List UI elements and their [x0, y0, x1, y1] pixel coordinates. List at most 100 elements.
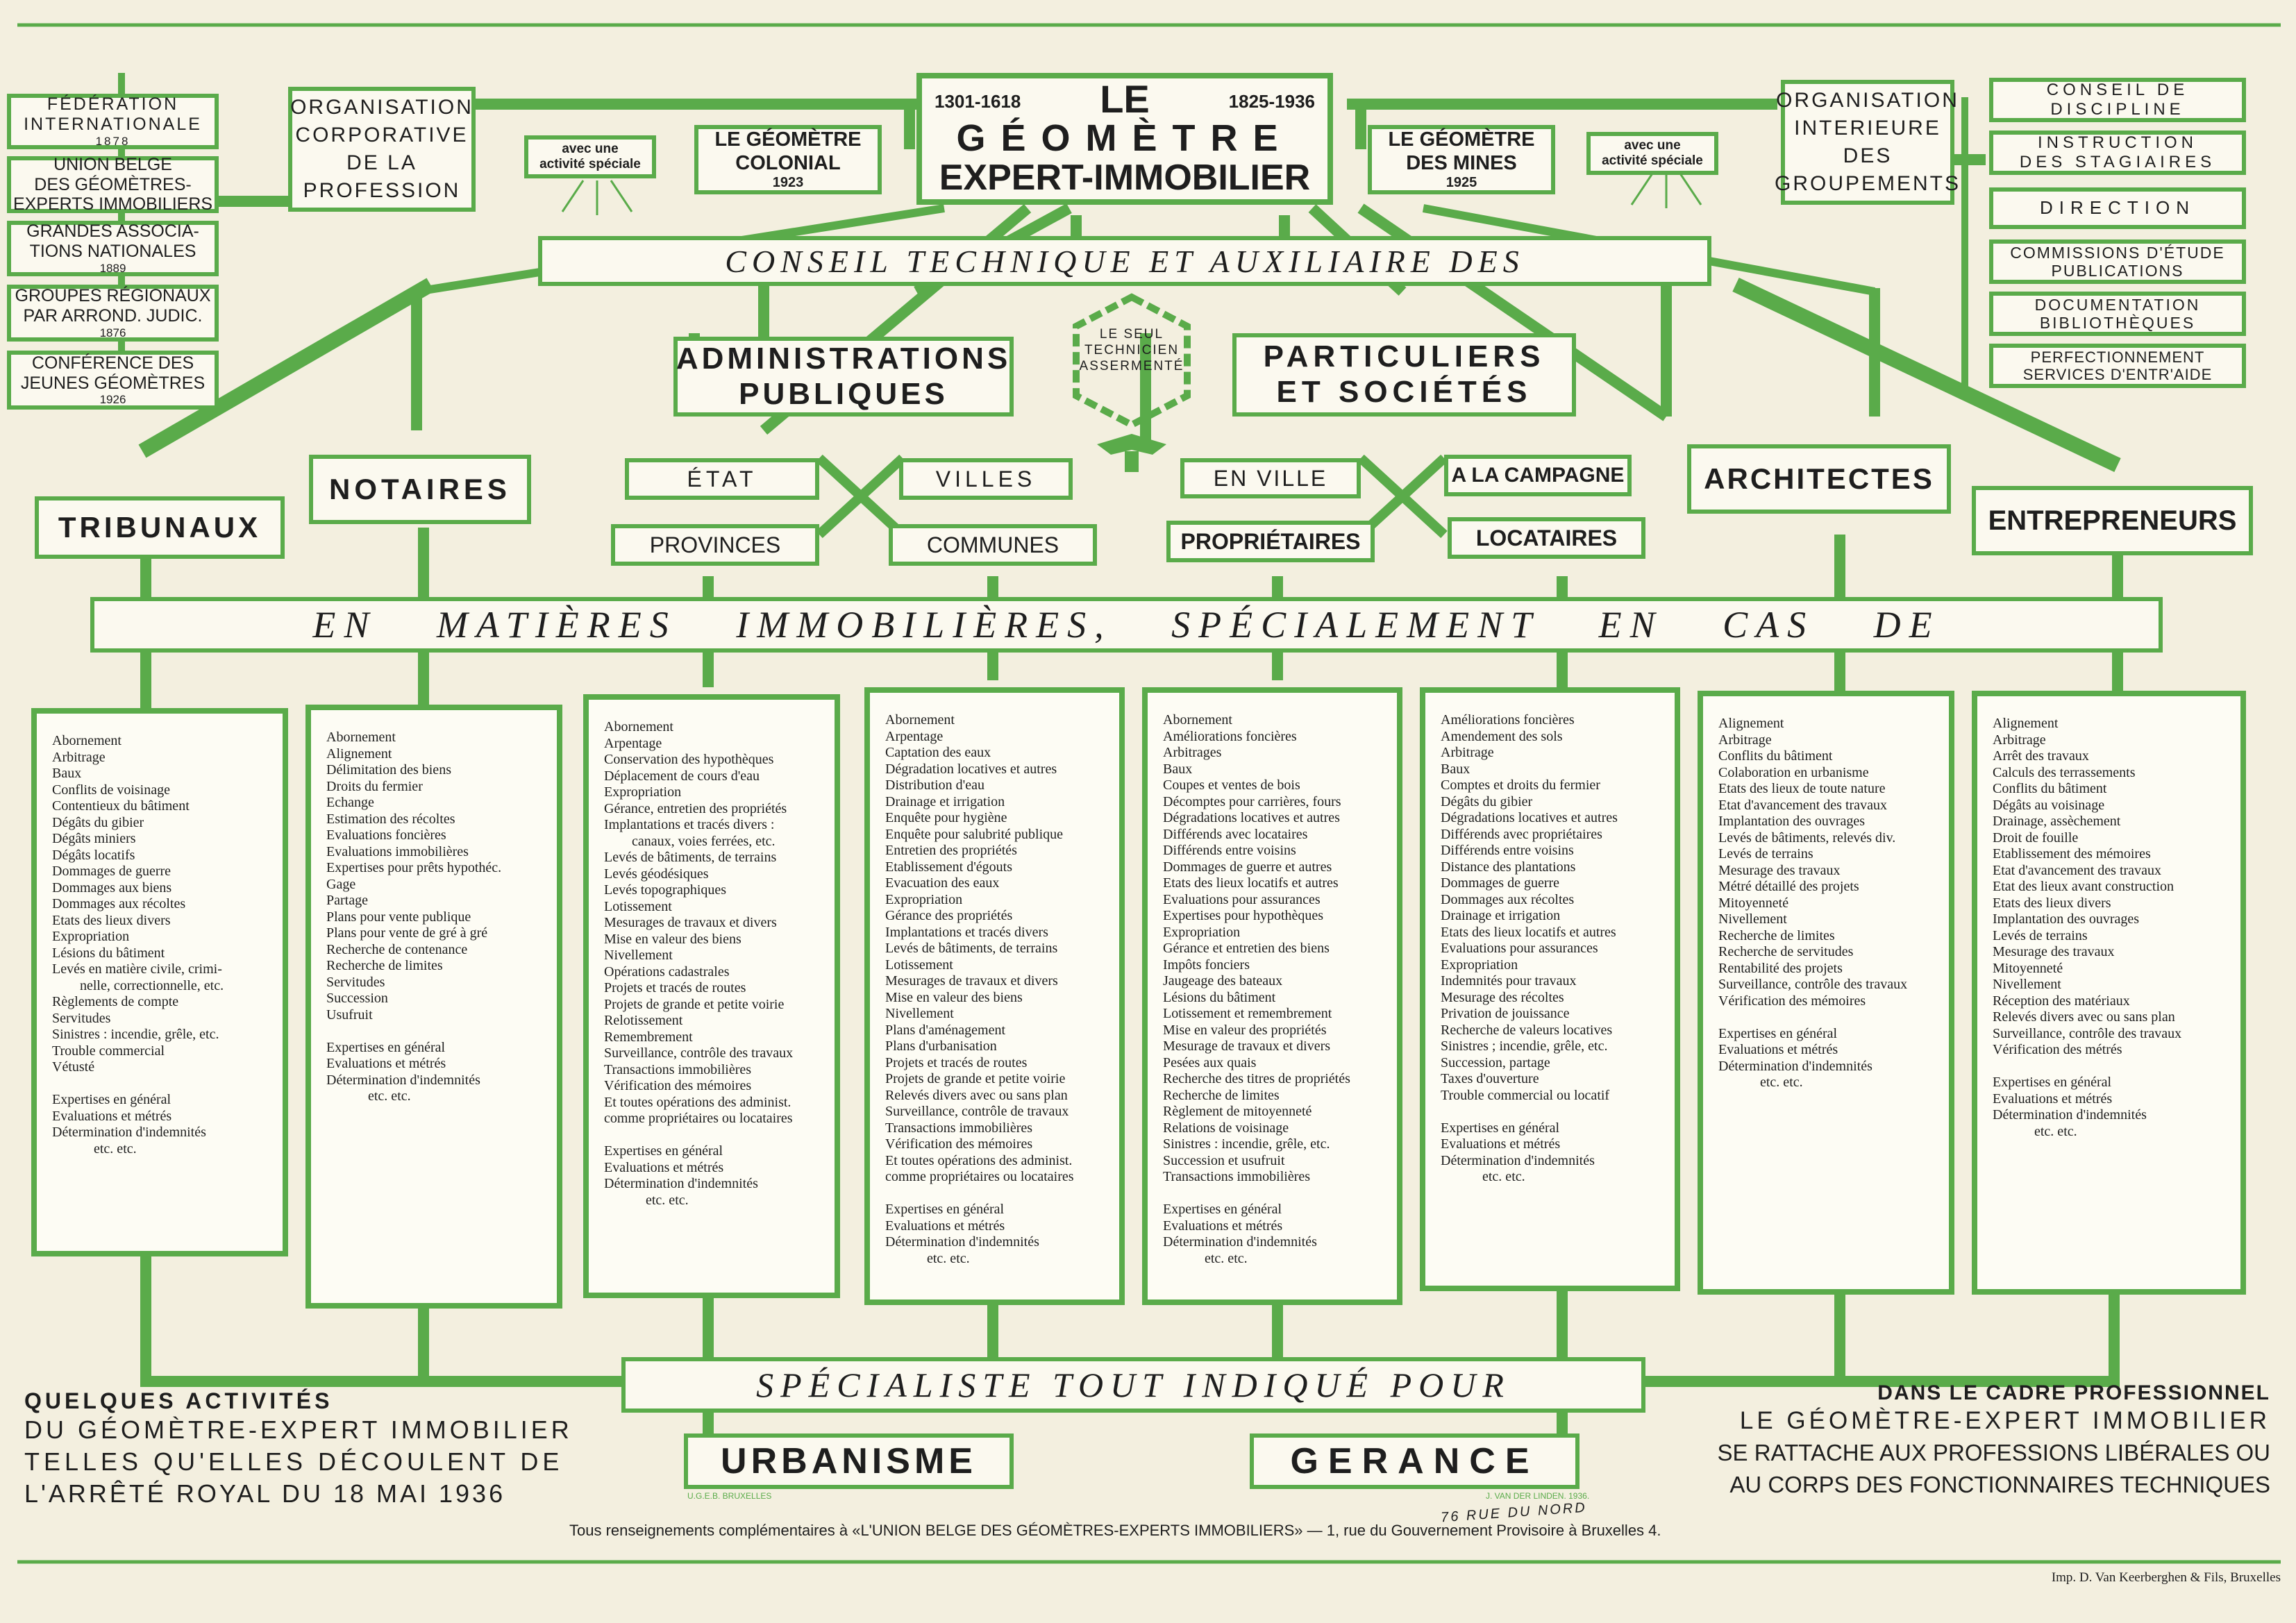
activity-item: Echange: [326, 795, 374, 810]
activity-item: Arpentage: [885, 728, 944, 744]
activity-item: Trouble commercial ou locatif: [1441, 1087, 1610, 1103]
activity-item: Gérance des propriétés: [885, 908, 1013, 923]
activity-item: Etats des lieux locatifs et autres: [1441, 924, 1616, 940]
bottom-right-l3: AU CORPS DES FONCTIONNAIRES TECHNIQUES: [1729, 1472, 2270, 1497]
activity-item: Alignement: [1718, 716, 1784, 731]
activity-item: Gage: [326, 876, 356, 892]
stamp-left: U.G.E.B. BRUXELLES: [687, 1491, 772, 1501]
activity-item: Succession et usufruit: [1163, 1152, 1285, 1168]
activity-item: Arbitrage: [1441, 745, 1494, 760]
activity-item: Succession: [326, 991, 388, 1006]
bottom-left-l3: L'ARRÊTÉ ROYAL DU 18 MAI 1936: [24, 1479, 506, 1508]
activity-item: [1993, 1059, 2232, 1075]
activity-item: Levés de terrains: [1718, 846, 1813, 861]
activity-item: Expropriation: [885, 891, 963, 907]
activity-item: Transactions immobilières: [604, 1061, 752, 1077]
activity-item: Expropriation: [1163, 924, 1241, 940]
activity-item: Expertises en général: [52, 1092, 171, 1107]
printer-credit: Imp. D. Van Keerberghen & Fils, Bruxelle…: [2051, 1570, 2281, 1585]
activity-item: Expertises en général: [604, 1143, 723, 1159]
mines-year: 1925: [1446, 174, 1477, 190]
activity-item: etc. etc.: [94, 1141, 137, 1157]
box-line: CONSEIL DE: [2046, 81, 2189, 100]
box-year: 1876: [99, 326, 126, 339]
activite-line2: activité spéciale: [539, 157, 641, 171]
activity-item: Alignement: [1993, 716, 2059, 731]
box-line: UNION BELGE: [53, 154, 172, 174]
tribunaux: TRIBUNAUX: [35, 496, 285, 559]
emblem-line: ASSERMENTÉ: [1079, 359, 1184, 373]
locataires: LOCATAIRES: [1448, 517, 1645, 559]
activity-item: Expertises en général: [1441, 1120, 1560, 1136]
activity-item: Et toutes opérations des administ.: [885, 1152, 1073, 1168]
activity-item: Arbitrage: [52, 749, 106, 765]
activity-item: Droit de fouille: [1993, 830, 2079, 846]
activity-item: Arbitrage: [1718, 732, 1772, 748]
activity-item: Implantations et tracés divers :: [604, 817, 775, 832]
mines-line2: DES MINES: [1406, 151, 1517, 174]
activity-item: [604, 1127, 826, 1144]
activity-item: Plans pour vente publique: [326, 909, 471, 925]
activity-item: Evacuation des eaux: [885, 875, 1000, 891]
emblem-line: TECHNICIEN: [1084, 343, 1180, 358]
activity-item: Lotissement: [885, 957, 953, 973]
activity-item: Différends entre voisins: [1441, 843, 1574, 858]
right-org-line: GROUPEMENTS: [1774, 172, 1961, 195]
box-line: DISCIPLINE: [2050, 100, 2185, 119]
activity-item: Sinistres : incendie, grêle, etc.: [1163, 1136, 1330, 1152]
activity-item: Expertises pour hypothèques: [1163, 908, 1324, 923]
box-line: SERVICES D'ENTR'AIDE: [2022, 366, 2213, 383]
activity-item: Différends avec propriétaires: [1441, 826, 1602, 842]
activity-item: Expertises en général: [326, 1039, 446, 1055]
box-line: TIONS NATIONALES: [29, 242, 196, 262]
activity-item: Dégâts du gibier: [1441, 793, 1533, 809]
bottom-left-title: QUELQUES ACTIVITÉS: [24, 1388, 333, 1413]
matieres-band: EN MATIÈRES IMMOBILIÈRES, SPÉCIALEMENT E…: [90, 597, 2163, 653]
notaires: NOTAIRES: [309, 455, 531, 524]
box-line: DOCUMENTATION: [2034, 295, 2201, 314]
proprietaires: PROPRIÉTAIRES: [1166, 521, 1375, 562]
activity-item: Conflits du bâtiment: [1718, 748, 1833, 764]
bottom-right-l1: LE GÉOMÈTRE-EXPERT IMMOBILIER: [1739, 1407, 2270, 1434]
activity-item: Enquête pour salubrité publique: [885, 826, 1064, 842]
activite-line1: avec une: [1624, 138, 1681, 153]
activity-item: Implantations et tracés divers: [885, 924, 1048, 940]
activity-item: Evaluations et métrés: [604, 1159, 724, 1175]
activity-item: Conservation des hypothèques: [604, 752, 774, 767]
activity-item: Vérification des métrés: [1993, 1042, 2122, 1057]
activity-item: Implantation des ouvrages: [1718, 814, 1866, 829]
activity-item: etc. etc.: [927, 1250, 970, 1266]
activity-item: Décomptes pour carrières, fours: [1163, 793, 1341, 809]
box-line: PUBLICATIONS: [2051, 262, 2184, 280]
activity-item: Expertises en général: [1993, 1075, 2112, 1090]
activity-item: Droits du fermier: [326, 778, 423, 794]
activity-item: Evaluations immobilières: [326, 843, 469, 859]
activity-item: Détermination d'indemnités: [885, 1234, 1039, 1250]
activity-item: nelle, correctionnelle, etc.: [80, 977, 224, 993]
activity-item: Lésions du bâtiment: [52, 945, 165, 961]
box-line: GROUPES RÉGIONAUX: [15, 286, 211, 306]
activity-item: Projets de grande et petite voirie: [885, 1071, 1066, 1086]
direction: DIRECTION: [1989, 187, 2246, 229]
activity-item: Pesées aux quais: [1163, 1054, 1257, 1070]
bottom-right-title: DANS LE CADRE PROFESSIONNEL: [1877, 1381, 2270, 1404]
activity-item: Baux: [1163, 761, 1193, 777]
box-year: 1926: [99, 393, 126, 407]
activity-item: Dommages aux récoltes: [52, 896, 186, 911]
bottom-left-text: QUELQUES ACTIVITÉS DU GÉOMÈTRE-EXPERT IM…: [24, 1388, 594, 1510]
activity-item: Etat des lieux avant construction: [1993, 879, 2175, 894]
